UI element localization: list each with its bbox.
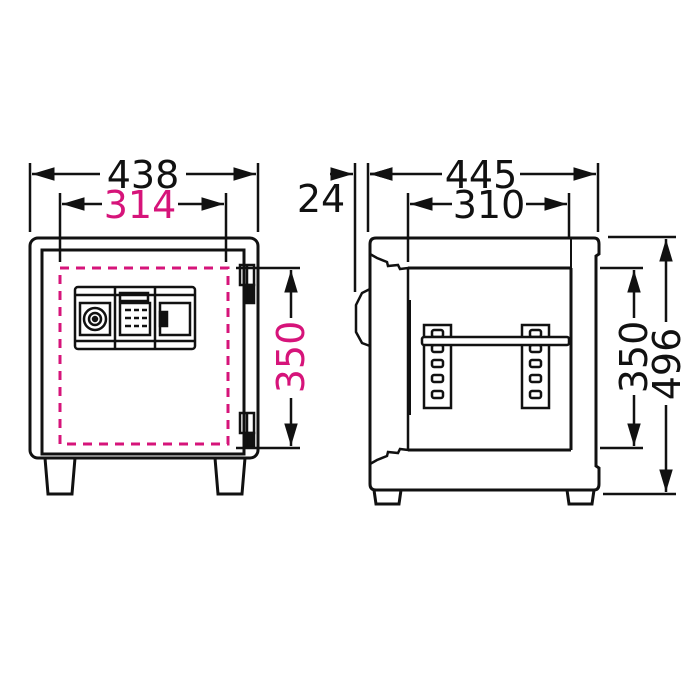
safe-body-outline xyxy=(28,236,260,460)
dial-icon xyxy=(78,301,112,337)
dimension-interior-height-front xyxy=(236,266,300,450)
dimension-outer-depth xyxy=(370,163,600,232)
dimension-label-interior-height-front: 350 xyxy=(269,321,313,394)
dimension-outer-height xyxy=(603,235,676,496)
interior-outline xyxy=(58,266,230,446)
door-edge-contour xyxy=(369,252,410,466)
keypad-icon xyxy=(118,291,152,337)
dimension-label-interior-depth: 310 xyxy=(453,183,526,227)
dimension-label-outer-depth: 445 xyxy=(445,153,518,197)
hinge-bottom xyxy=(238,411,256,449)
safe-door xyxy=(40,248,246,456)
dimension-label-outer-height: 496 xyxy=(645,328,689,401)
dimension-interior-depth xyxy=(406,193,571,262)
side-foot-left xyxy=(372,489,403,506)
electronic-lock-panel xyxy=(73,285,197,351)
dimension-label-interior-width: 314 xyxy=(104,183,177,227)
dimension-outer-width xyxy=(28,163,260,232)
dimension-handle-depth xyxy=(330,163,393,292)
dimension-interior-width xyxy=(58,193,228,262)
handle-icon xyxy=(158,301,192,337)
foot-right xyxy=(213,457,247,496)
shelf xyxy=(420,335,571,347)
dimension-label-handle-depth: 24 xyxy=(297,177,345,221)
side-body-outline xyxy=(368,236,601,492)
dimension-interior-height-side xyxy=(600,266,643,450)
hinge-top xyxy=(238,263,256,305)
side-view xyxy=(354,236,601,506)
side-handle xyxy=(354,287,371,348)
foot-left xyxy=(43,457,77,496)
dimension-label-interior-height-side: 350 xyxy=(612,321,656,394)
front-view xyxy=(28,236,260,496)
side-foot-right xyxy=(565,489,596,506)
dimension-label-outer-width: 438 xyxy=(107,153,180,197)
